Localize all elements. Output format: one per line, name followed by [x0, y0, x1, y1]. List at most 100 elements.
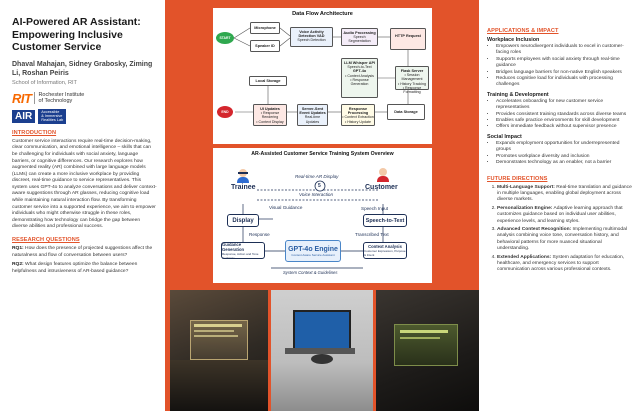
local-storage-label: Local Storage	[255, 79, 281, 83]
customer-avatar	[377, 168, 389, 182]
photo-ar-display-closeup	[376, 290, 479, 411]
social-impact-list: Expands employment opportunities for und…	[487, 141, 632, 167]
guidance-generation-title: Guidance Generation	[222, 241, 245, 252]
gpt-sub2: • Response Generation	[350, 77, 369, 87]
introduction-text: Customer service interactions require re…	[12, 138, 157, 230]
local-storage-box: Local Storage	[249, 76, 287, 86]
future-item-title: Advanced Context Recognition:	[497, 226, 572, 232]
whisper-title: LLM Whisper API	[343, 61, 376, 65]
audio-sub: Speech Segmentation	[348, 35, 371, 44]
group-social-impact: Social Impact	[487, 133, 522, 140]
speaker-id-box: Speaker ID	[250, 40, 280, 52]
air-line1: Accessible	[41, 109, 60, 114]
future-directions-list: Multi-Language Support: Real-time transl…	[487, 185, 632, 274]
trainee-avatar	[237, 169, 249, 183]
http-title: HTTP Request	[395, 34, 421, 38]
applications-heading: APPLICATIONS & IMPACT	[487, 28, 559, 34]
gpt-sub1: • Context Analysis	[345, 73, 374, 78]
training-title: AR-Assisted Customer Service Training Sy…	[251, 151, 394, 157]
list-item: Supports employees with social anxiety t…	[496, 57, 632, 70]
flask-sub3: • Response Formatting	[402, 85, 422, 95]
llm-box: LLM Whisper API Speech-to-Text GPT-4o • …	[341, 58, 378, 98]
data-flow-diagram: Data Flow Architecture START Microphone	[213, 8, 432, 144]
trainee-label: Trainee	[231, 184, 256, 191]
list-item: Reduces cognitive load for individuals w…	[496, 76, 632, 89]
training-development-list: Accelerates onboarding for new customer …	[487, 99, 632, 131]
rq2-label: RQ2:	[12, 262, 24, 268]
photo-laptop-setup	[271, 290, 373, 411]
list-item: Promotes workplace diversity and inclusi…	[496, 154, 632, 160]
gpt-engine-box: GPT-4o Engine Context Aware Service Assi…	[285, 240, 341, 262]
audio-title: Audio Processing	[343, 31, 376, 35]
response-sub1: • Context Extraction	[342, 115, 374, 120]
sse-title: Server-Sent Event Updates	[299, 107, 326, 116]
middle-column: Data Flow Architecture START Microphone	[165, 0, 479, 411]
list-item: Extended Applications: System adaptation…	[497, 255, 632, 274]
speech-input-label: Speech Input	[361, 206, 389, 211]
context-analysis-title: Context Analysis	[368, 244, 402, 249]
poster-title: AI-Powered AR Assistant: Empowering Incl…	[12, 16, 141, 53]
rit-mark: RIT	[12, 90, 32, 106]
rq2: RQ2: What design features optimize the b…	[12, 262, 157, 275]
future-item-text: Adaptive learning approach that customiz…	[497, 205, 623, 224]
list-item: Advanced Context Recognition: Implementi…	[497, 227, 632, 253]
flask-title: Flask Server	[400, 69, 424, 73]
context-analysis-sub: Customer Expression, Purpose & Intent	[364, 249, 406, 257]
ui-title: UI Updates	[260, 107, 280, 111]
list-item: Bridges language barriers for non-native…	[496, 70, 632, 76]
context-analysis-box: Context Analysis Customer Expression, Pu…	[363, 242, 407, 259]
introduction-heading: INTRODUCTION	[12, 129, 57, 136]
data-storage-label: Data Storage	[394, 110, 418, 114]
list-item: Empowers neurodivergent individuals to e…	[496, 44, 632, 57]
workplace-inclusion-list: Empowers neurodivergent individuals to e…	[487, 44, 632, 89]
start-node: START	[216, 32, 234, 44]
future-item-title: Multi-Language Support:	[497, 184, 555, 190]
list-item: Enables safe practice environments for s…	[496, 118, 632, 124]
list-item: Accelerates onboarding for new customer …	[496, 99, 632, 112]
flask-server-box: Flask Server • Session Management • Hist…	[395, 66, 429, 94]
speech-to-text-box: Speech-to-Text	[363, 214, 407, 227]
list-item: Multi-Language Support: Real-time transl…	[497, 185, 632, 204]
transcribed-text-label: Transcribed Text	[355, 232, 389, 237]
speaker-id-label: Speaker ID	[255, 44, 275, 48]
sse-sub: Real-time Updates	[304, 115, 321, 124]
response-processing-box: Response Processing • Context Extraction…	[341, 104, 375, 126]
gpt-title: GPT-4o	[352, 69, 367, 74]
whisper-sub: Speech-to-Text	[347, 65, 372, 70]
flask-sub2: • History Tracking	[397, 81, 427, 86]
visual-guidance-label: Visual Guidance	[269, 205, 303, 210]
ui-sub2: • Context Display	[256, 119, 284, 124]
flask-sub1: • Session Management	[401, 73, 423, 82]
list-item: Expands employment opportunities for und…	[496, 141, 632, 154]
display-box: Display	[227, 214, 259, 227]
data-flow-title: Data Flow Architecture	[292, 11, 353, 17]
photo-ar-glasses-view	[170, 290, 268, 411]
vad-sub: Speech Detection	[297, 38, 326, 43]
future-item-title: Extended Applications:	[497, 254, 552, 260]
system-context-label: System Context & Guidelines	[283, 270, 338, 275]
rq1: RQ1: How does the presence of projected …	[12, 246, 157, 259]
voice-interaction-label: Voice Interaction	[299, 192, 334, 197]
http-request-box: HTTP Request	[390, 28, 426, 50]
rit-name-line1: Rochester Institute	[38, 92, 85, 98]
research-questions-heading: RESEARCH QUESTIONS	[12, 237, 80, 244]
future-directions-heading: FUTURE DIRECTIONS	[487, 175, 548, 182]
right-column: APPLICATIONS & IMPACT Workplace Inclusio…	[479, 0, 640, 411]
data-storage-box: Data Storage	[387, 104, 425, 120]
end-node: END	[217, 106, 233, 118]
gpt-engine-title: GPT-4o Engine	[288, 245, 338, 253]
future-item-title: Personalization Engine:	[497, 205, 553, 211]
future-item-text: System adaptation for education, healthc…	[497, 254, 625, 273]
ui-sub1: • Response Rendering	[260, 111, 280, 120]
air-line2: & Immersive	[41, 113, 63, 118]
rit-name-line2: of Technology	[38, 98, 73, 104]
list-item: Personalization Engine: Adaptive learnin…	[497, 206, 632, 225]
list-item: Demonstrates technology as an enabler, n…	[496, 160, 632, 166]
authors: Dhaval Mahajan, Sidney Grabosky, Ziming …	[12, 60, 153, 77]
air-mark: AIR	[12, 109, 36, 123]
sse-box: Server-Sent Event Updates Real-time Upda…	[297, 104, 328, 126]
